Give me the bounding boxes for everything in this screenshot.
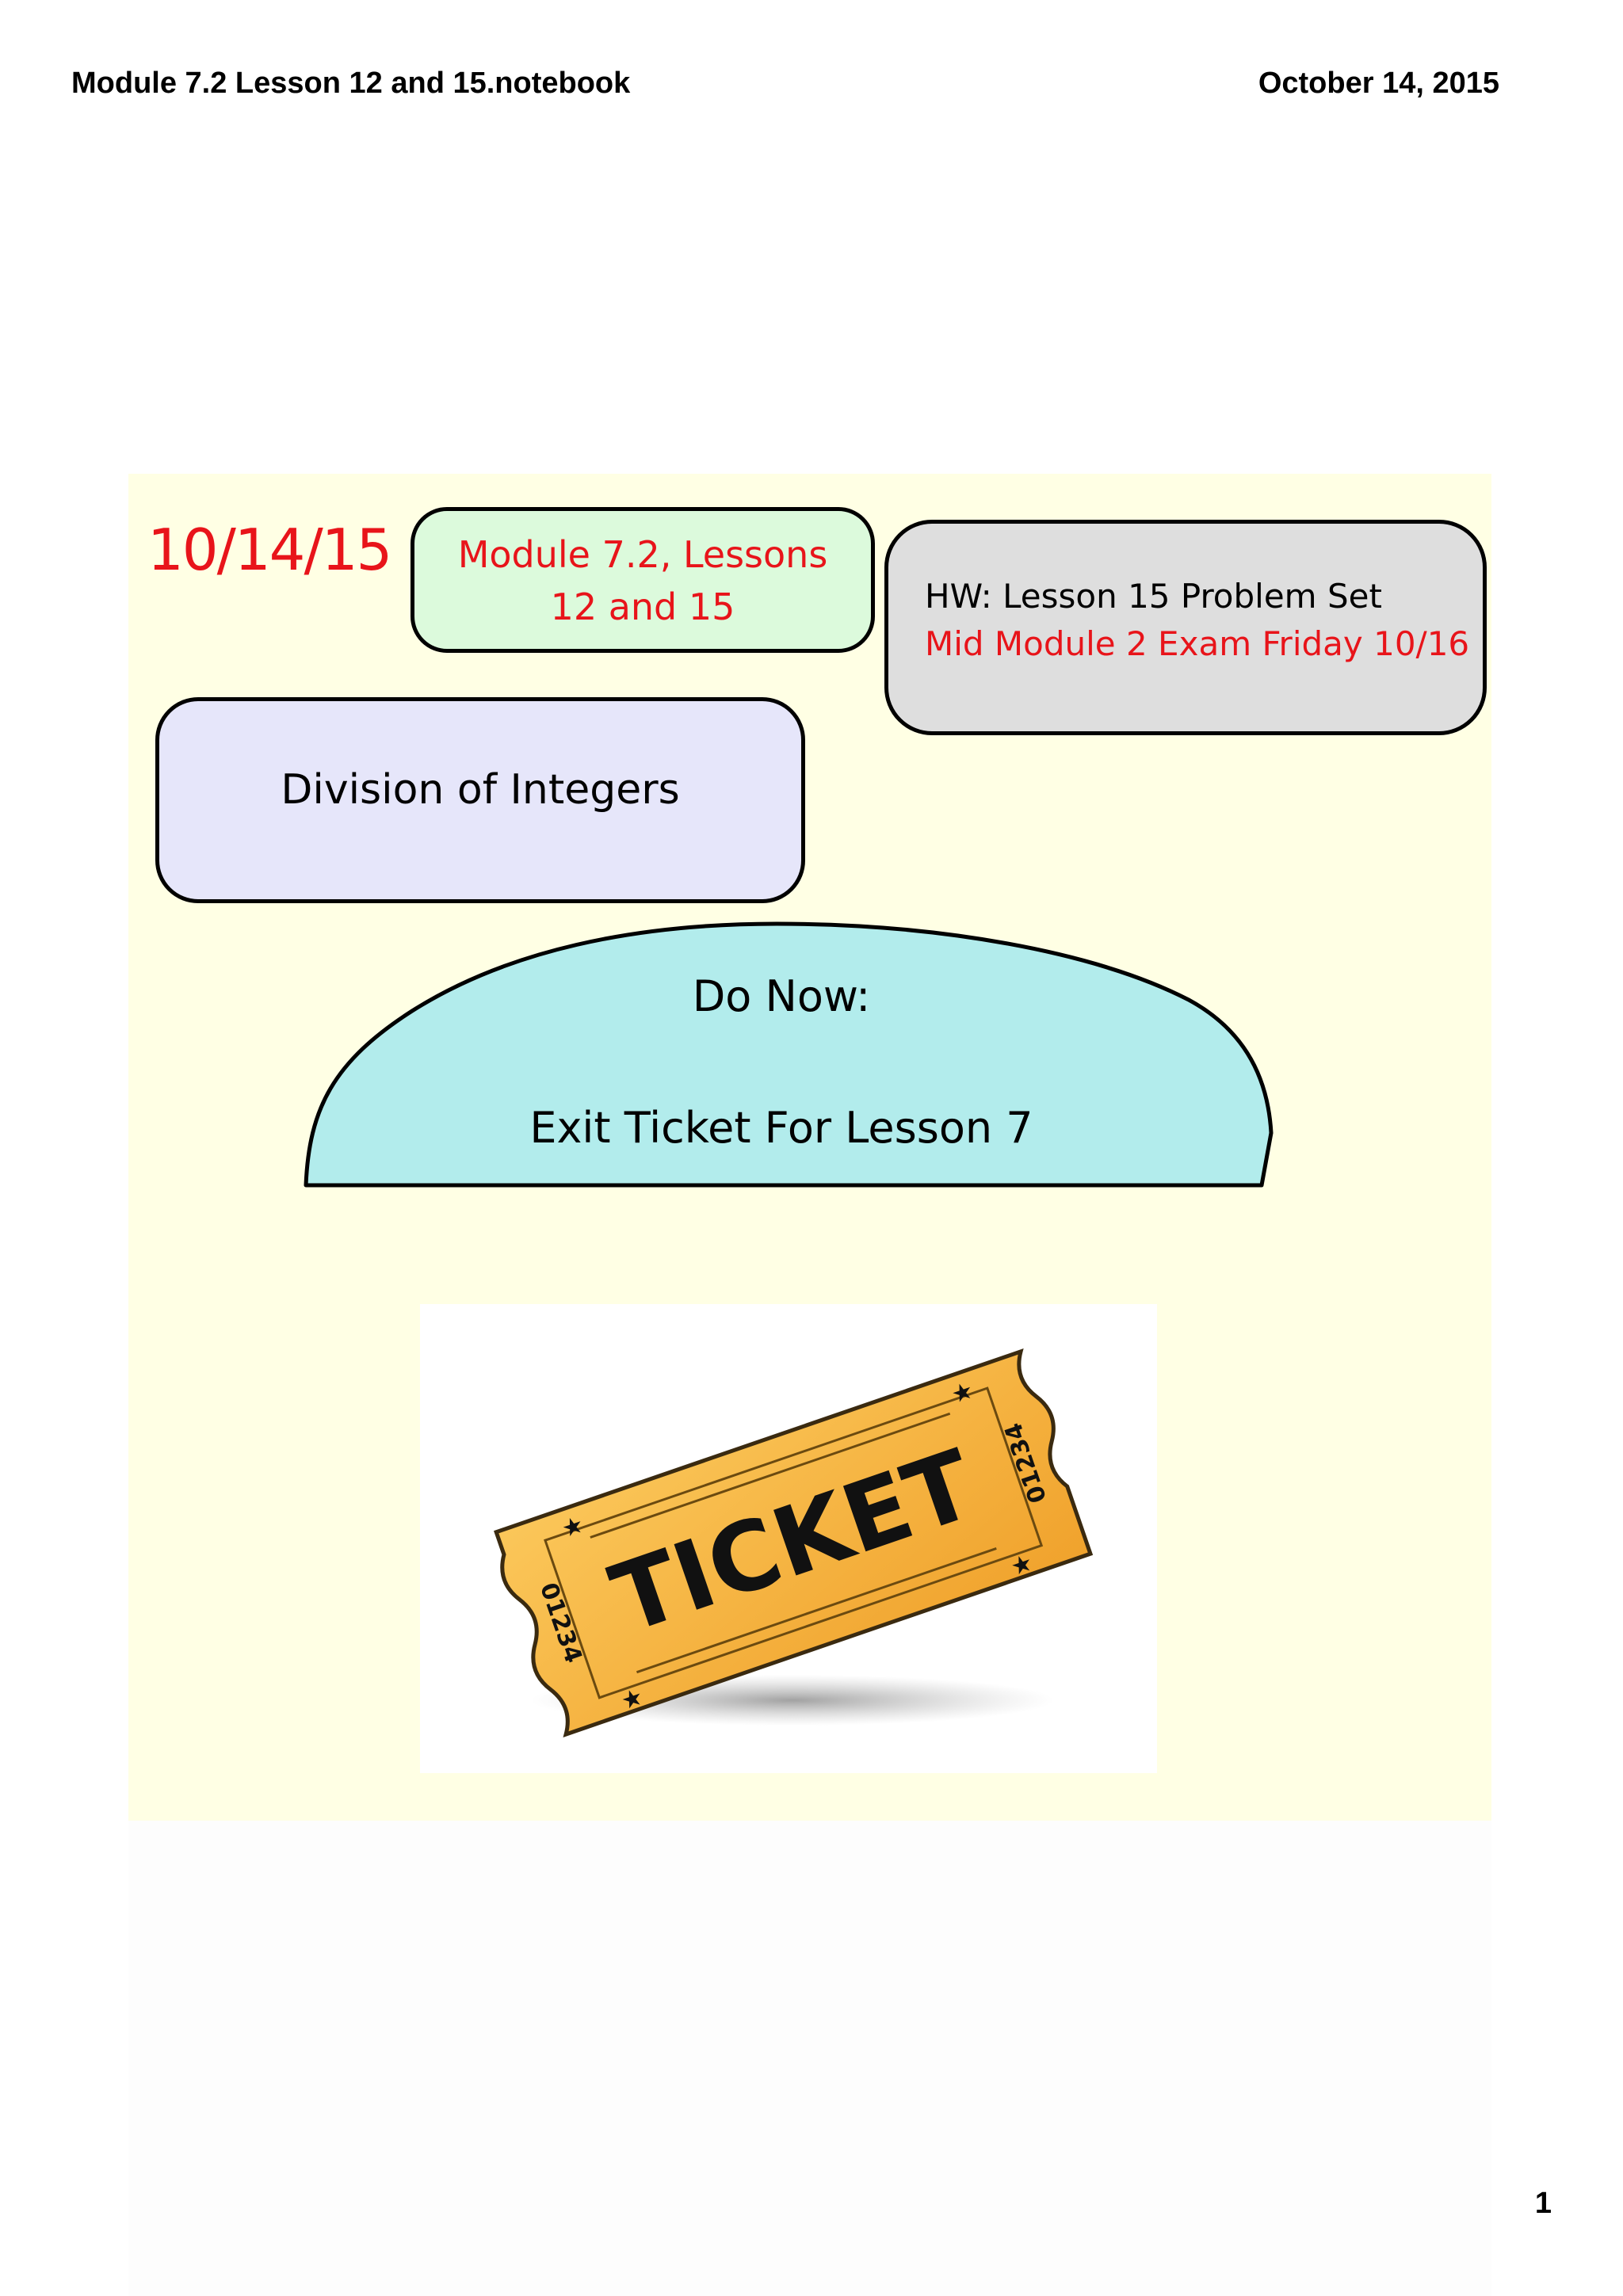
- do-now-heading: Do Now:: [692, 971, 871, 1021]
- do-now-task: Exit Ticket For Lesson 7: [529, 1103, 1033, 1153]
- module-title-line-1: Module 7.2, Lessons: [457, 533, 828, 576]
- document-date: October 14, 2015: [1258, 67, 1499, 100]
- homework-assignment: HW: Lesson 15 Problem Set: [925, 577, 1382, 616]
- lesson-topic: Division of Integers: [281, 766, 680, 814]
- slide-lower-area: [128, 1821, 1491, 2296]
- do-now-dome: [304, 921, 1274, 1188]
- homework-box: HW: Lesson 15 Problem Set Mid Module 2 E…: [884, 520, 1487, 735]
- document-filename: Module 7.2 Lesson 12 and 15.notebook: [71, 67, 631, 100]
- module-title-box: Module 7.2, Lessons 12 and 15: [411, 507, 875, 653]
- lesson-topic-box: Division of Integers: [155, 697, 805, 903]
- slide-date: 10/14/15: [147, 517, 392, 583]
- module-title-line-2: 12 and 15: [550, 585, 735, 628]
- ticket-image: TICKET 01234 01234 ★ ★ ★ ★: [420, 1304, 1157, 1773]
- page-number: 1: [1534, 2187, 1552, 2220]
- exam-reminder: Mid Module 2 Exam Friday 10/16: [925, 624, 1470, 663]
